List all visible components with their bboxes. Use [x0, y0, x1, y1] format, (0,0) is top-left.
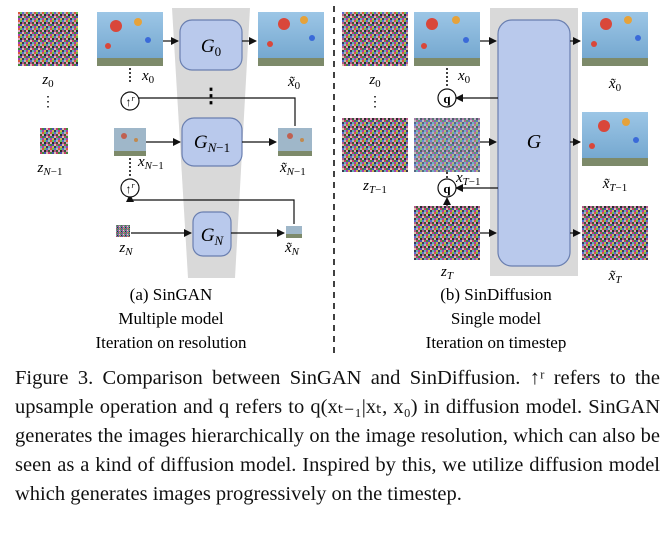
q-op-label: q	[443, 91, 451, 106]
image-x-tilde-T-1	[582, 112, 648, 166]
upsample-op	[120, 91, 140, 111]
figure-caption-label: Figure 3.	[15, 367, 94, 389]
noise-input-zT	[414, 206, 480, 260]
panel-b-line3: Iteration on timestep	[426, 333, 567, 352]
generator-G	[497, 19, 571, 267]
upsample-op-label: ↑r	[125, 181, 135, 196]
image-x-tilde-N-1	[278, 128, 312, 156]
panel-a-label: (a) SinGAN	[130, 285, 213, 304]
label-z0: z0	[368, 72, 381, 90]
vertical-ellipsis-left: ⋮	[201, 85, 221, 107]
noise-input-zT-1	[342, 118, 408, 172]
image-x-tilde-0	[582, 12, 648, 66]
label-z0: z0	[41, 72, 54, 90]
figure-caption: Figure 3. Comparison between SinGAN and …	[15, 364, 660, 509]
label-xN-1: xN−1	[137, 154, 164, 172]
upsample-op-label: ↑r	[125, 94, 135, 109]
q-op	[437, 88, 457, 108]
sindiffusion-panel: G	[342, 8, 648, 352]
figure-caption-text: Comparison between SinGAN and SinDiffusi…	[15, 367, 660, 505]
noise-input-zN	[116, 225, 130, 237]
label-x0: x0	[457, 68, 471, 86]
label-x-tilde-0: x̃0	[287, 74, 301, 92]
label-zT-1: zT−1	[362, 178, 387, 196]
label-x-tilde-T-1: x̃T−1	[602, 176, 628, 194]
panel-b-line2: Single model	[451, 309, 541, 328]
panel-a-line2: Multiple model	[118, 309, 224, 328]
noise-input-zN-1	[40, 128, 68, 154]
label-xT-1: xT−1	[455, 170, 481, 188]
q-op	[437, 178, 457, 198]
generator-G0	[179, 19, 243, 71]
image-x0	[414, 12, 480, 66]
label-x0: x0	[141, 68, 155, 86]
label-zT: zT	[440, 264, 454, 282]
panel-a-line3: Iteration on resolution	[95, 333, 247, 352]
label-x-tilde-0: x̃0	[608, 76, 622, 94]
singan-panel: G0 GN−1 GN ⋮ ↑r ↑r z0 ⋮ zN−1 zN x0 xN−1 …	[18, 8, 324, 352]
label-zN: zN	[118, 240, 133, 258]
label-zN-1: zN−1	[37, 160, 63, 178]
noise-input-z0	[342, 12, 408, 66]
image-x-tilde-T	[582, 206, 648, 260]
noise-input-z0	[18, 12, 78, 66]
vertical-ellipsis-z: ⋮	[368, 95, 382, 110]
image-xT-1	[414, 118, 480, 172]
image-x0	[97, 12, 163, 66]
image-xN-1	[114, 128, 146, 156]
panel-b-label: (b) SinDiffusion	[440, 285, 552, 304]
image-x-tilde-N	[286, 226, 302, 238]
label-x-tilde-T: x̃T	[608, 268, 623, 286]
q-op-label: q	[443, 181, 451, 196]
comparison-diagram: G0 GN−1 GN ⋮ ↑r ↑r z0 ⋮ zN−1 zN x0 xN−1 …	[18, 6, 648, 358]
generator-GN	[192, 211, 232, 257]
generator-label-G: G	[527, 131, 542, 153]
vertical-ellipsis-z: ⋮	[41, 95, 55, 110]
image-x-tilde-0	[258, 12, 324, 66]
upsample-op	[120, 178, 140, 198]
label-x-tilde-N-1: x̃N−1	[279, 160, 306, 178]
label-x-tilde-N: x̃N	[284, 240, 300, 258]
